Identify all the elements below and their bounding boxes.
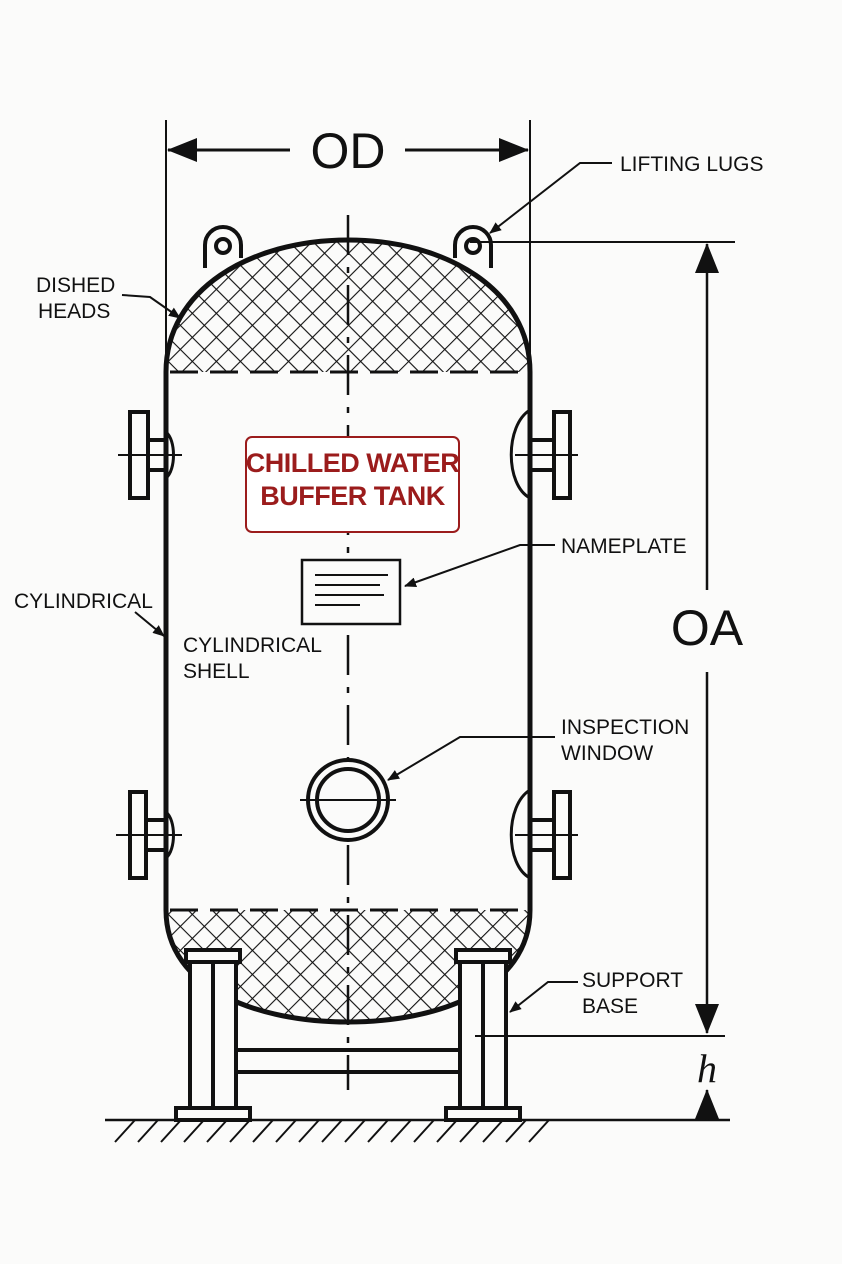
od-dimension bbox=[165, 120, 531, 360]
sign-line-2: BUFFER TANK bbox=[260, 481, 445, 511]
bottom-dished-head bbox=[166, 910, 530, 1022]
label-inspection-window-2: WINDOW bbox=[561, 742, 653, 765]
leader-support-base bbox=[509, 981, 578, 1013]
nameplate bbox=[300, 558, 402, 626]
ground bbox=[105, 1118, 730, 1143]
label-dished-heads-2: HEADS bbox=[38, 300, 110, 323]
od-label: OD bbox=[311, 123, 386, 179]
support-base bbox=[174, 948, 522, 1122]
leader-nameplate bbox=[404, 544, 555, 588]
leader-inspection-window bbox=[387, 736, 555, 781]
lifting-lug-left bbox=[203, 225, 243, 268]
h-label: h bbox=[697, 1046, 717, 1091]
inspection-window bbox=[300, 758, 396, 842]
lifting-lug-right bbox=[453, 225, 493, 268]
nozzle-left-upper bbox=[118, 410, 182, 500]
label-nameplate: NAMEPLATE bbox=[561, 535, 687, 558]
oa-dimension bbox=[470, 241, 735, 1037]
label-cylindrical-shell-2: SHELL bbox=[183, 660, 250, 683]
label-support-base-1: SUPPORT bbox=[582, 969, 683, 992]
nozzle-right-lower bbox=[509, 788, 578, 880]
label-cylindrical: CYLINDRICAL bbox=[14, 590, 153, 613]
leader-lifting-lugs bbox=[489, 162, 612, 234]
label-lifting-lugs: LIFTING LUGS bbox=[620, 153, 764, 176]
sign-line-1: CHILLED WATER bbox=[246, 448, 459, 478]
leader-dished-heads bbox=[121, 294, 181, 319]
label-dished-heads-1: DISHED bbox=[36, 274, 115, 297]
leader-cylindrical bbox=[134, 611, 165, 637]
nozzle-left-lower bbox=[116, 790, 182, 880]
label-inspection-window-1: INSPECTION bbox=[561, 716, 689, 739]
nozzle-right-upper bbox=[509, 408, 578, 500]
tank-sign: CHILLED WATER BUFFER TANK bbox=[245, 436, 460, 533]
label-cylindrical-shell-1: CYLINDRICAL bbox=[183, 634, 322, 657]
label-support-base-2: BASE bbox=[582, 995, 638, 1018]
oa-label: OA bbox=[671, 600, 744, 656]
